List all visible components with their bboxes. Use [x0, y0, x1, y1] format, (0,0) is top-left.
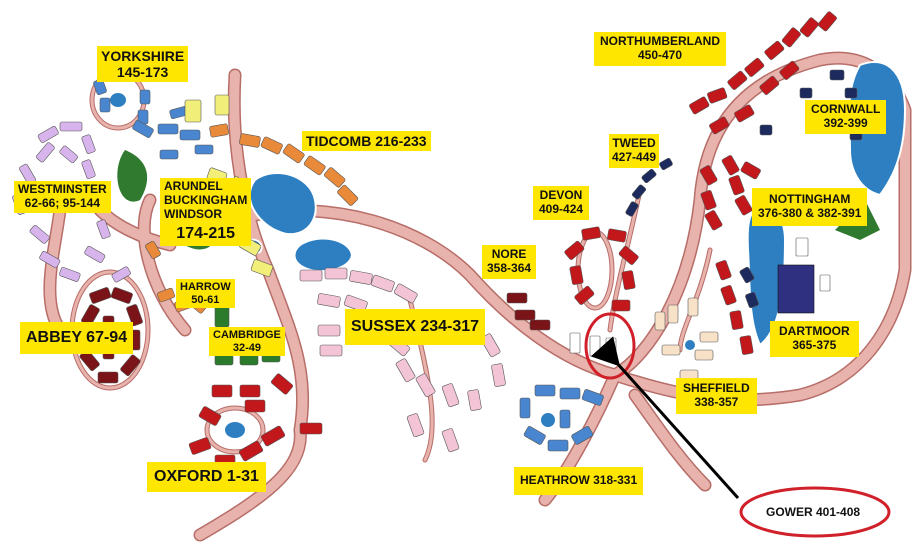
gower-callout	[584, 312, 891, 538]
yorkshire-buildings	[93, 78, 214, 160]
gower-label-ellipse	[739, 486, 891, 538]
area-label-tweed: TWEED 427-449	[609, 134, 660, 168]
area-name-arundel: ARUNDEL	[164, 179, 223, 193]
gower-label: GOWER 401-408	[766, 505, 861, 519]
area-label-abbey: ABBEY 67-94	[20, 322, 134, 355]
abbey-buildings	[79, 287, 143, 384]
area-label-heathrow: HEATHROW 318-331	[514, 467, 644, 495]
northumberland-buildings	[689, 11, 837, 355]
area-label-cornwall: CORNWALL 392-399	[805, 100, 887, 134]
area-name: TWEED	[612, 136, 656, 150]
area-range: 32-49	[232, 341, 261, 354]
area-name: OXFORD 1-31	[154, 468, 259, 485]
area-label-northumberland: NORTHUMBERLAND 450-470	[594, 32, 726, 66]
sussex-buildings	[299, 267, 506, 453]
area-label-harrow: HARROW 50-61	[176, 279, 235, 309]
area-label-dartmoor: DARTMOOR 365-375	[770, 321, 859, 357]
area-range: 365-375	[792, 337, 837, 352]
devon-buildings	[564, 226, 639, 312]
area-name: DEVON	[539, 188, 583, 202]
area-label-cambridge: CAMBRIDGE 32-49	[209, 327, 285, 357]
heathrow-buildings	[519, 384, 604, 452]
white-buildings	[795, 237, 831, 292]
area-range: 376-380 & 382-391	[758, 205, 862, 220]
area-label-devon: DEVON 409-424	[533, 186, 590, 220]
area-name: DARTMOOR	[779, 324, 850, 338]
area-name-buckingham: BUCKINGHAM	[164, 192, 248, 207]
area-name: CAMBRIDGE	[213, 329, 281, 341]
area-name: YORKSHIRE	[101, 48, 185, 64]
area-range: 409-424	[539, 201, 584, 216]
area-label-sheffield: SHEFFIELD 338-357	[676, 378, 757, 414]
gower-arrow	[590, 336, 740, 500]
area-label-sussex: SUSSEX 234-317	[345, 309, 486, 346]
area-label-westminster: WESTMINSTER 62-66; 95-144	[14, 181, 111, 213]
area-label-oxford: OXFORD 1-31	[147, 462, 266, 493]
area-name: SHEFFIELD	[683, 381, 750, 395]
cornwall-buildings	[739, 69, 863, 309]
dartmoor-building	[777, 264, 815, 314]
area-name: NORTHUMBERLAND	[600, 34, 720, 48]
buildings	[12, 11, 863, 468]
area-label-yorkshire: YORKSHIRE 145-173	[97, 46, 189, 83]
area-name: WESTMINSTER	[18, 182, 107, 196]
area-range: 392-399	[823, 115, 868, 130]
area-name: CORNWALL	[811, 102, 881, 116]
sheffield-buildings	[654, 297, 719, 381]
area-label-nore: NORE 358-364	[482, 245, 537, 279]
area-label-tidcomb: TIDCOMB 216-233	[302, 131, 431, 152]
oxford-buildings	[188, 373, 323, 468]
area-range: 50-61	[191, 293, 220, 306]
area-name: NORE	[491, 247, 527, 261]
area-name: SUSSEX 234-317	[351, 318, 480, 335]
area-range: 145-173	[116, 64, 169, 81]
area-range: 338-357	[694, 394, 739, 409]
area-name-windsor: WINDSOR	[164, 206, 222, 221]
area-name: NOTTINGHAM	[769, 192, 851, 206]
area-range: 62-66; 95-144	[24, 195, 101, 210]
area-name: HARROW	[180, 281, 231, 293]
gower-highlight-circle	[584, 312, 636, 380]
area-range: 358-364	[487, 260, 532, 275]
nore-buildings	[506, 292, 551, 331]
area-range: 427-449	[612, 149, 657, 164]
area-name: TIDCOMB 216-233	[306, 133, 427, 149]
area-name: ABBEY 67-94	[26, 329, 128, 346]
area-label-nottingham: NOTTINGHAM 376-380 & 382-391	[752, 188, 868, 226]
tweed-buildings	[625, 157, 673, 217]
area-range: 450-470	[637, 47, 683, 62]
area-name: HEATHROW 318-331	[520, 473, 638, 487]
area-range-windsor: 174-215	[176, 225, 236, 243]
area-label-arundel-buckingham-windsor: ARUNDEL BUCKINGHAM WINDSOR 174-215	[160, 178, 252, 246]
